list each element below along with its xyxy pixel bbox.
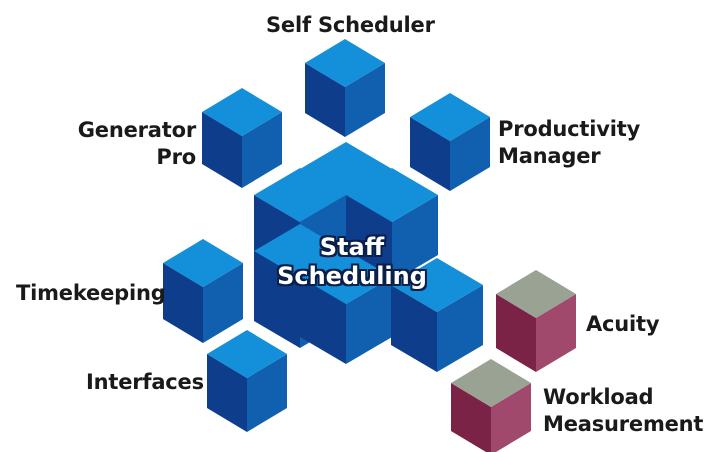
- center-cube-right-left-face: [391, 285, 437, 372]
- cube-generator-pro-right-face: [242, 112, 282, 188]
- cube-timekeeping-top-face: [163, 239, 243, 287]
- cube-timekeeping-right-face: [203, 263, 243, 343]
- cube-self-scheduler: [305, 39, 385, 137]
- cube-generator-pro: [202, 88, 282, 188]
- cube-generator-pro-top-face: [202, 88, 282, 136]
- center-title-line1: Staff: [319, 233, 385, 261]
- cube-productivity-manager-right-face: [450, 117, 490, 191]
- cube-interfaces-right-face: [247, 354, 287, 432]
- center-cube-middle-left-face: [300, 277, 346, 364]
- center-cube-right-right-face: [437, 285, 483, 372]
- cube-timekeeping-left-face: [163, 263, 203, 343]
- center-cube-right-top-right-face: [392, 195, 438, 282]
- cube-self-scheduler-top-face: [305, 39, 385, 87]
- label-productivity-manager: Productivity Manager: [498, 116, 640, 170]
- center-cube-left-left-face: [254, 251, 300, 348]
- label-generator-pro-line1: Generator: [77, 118, 196, 142]
- center-cube-right-top-face: [391, 258, 483, 312]
- center-title-line2: Scheduling: [277, 262, 427, 290]
- cube-workload-measurement: [451, 359, 531, 452]
- cube-self-scheduler-left-face: [305, 63, 345, 137]
- label-timekeeping: Timekeeping: [16, 281, 166, 305]
- label-workload-measurement-line2: Measurement: [543, 412, 704, 436]
- label-workload-measurement: Workload Measurement: [543, 384, 703, 438]
- cube-acuity-right-face: [536, 294, 576, 372]
- cube-self-scheduler-right-face: [345, 63, 385, 137]
- label-acuity: Acuity: [586, 312, 660, 336]
- center-cube-middle: [300, 250, 392, 364]
- cube-interfaces: [207, 330, 287, 432]
- label-generator-pro: Generator Pro: [66, 117, 196, 171]
- cube-acuity-left-face: [496, 294, 536, 372]
- center-cube-right-top-top-face: [346, 168, 438, 222]
- cube-acuity-top-face: [496, 270, 576, 318]
- label-productivity-manager-line2: Manager: [498, 144, 601, 168]
- cube-interfaces-top-face: [207, 330, 287, 378]
- cube-workload-measurement-left-face: [451, 383, 491, 452]
- label-interfaces: Interfaces: [86, 370, 204, 394]
- cube-productivity-manager: [410, 93, 490, 191]
- center-cube-middle-top-face: [300, 250, 392, 304]
- label-self-scheduler: Self Scheduler: [266, 13, 435, 37]
- cube-workload-measurement-top-face: [451, 359, 531, 407]
- center-cube-left-top-top-face: [254, 168, 346, 222]
- cube-workload-measurement-right-face: [491, 383, 531, 452]
- cube-timekeeping: [163, 239, 243, 343]
- label-workload-measurement-line1: Workload: [543, 385, 654, 409]
- center-title: Staff Scheduling: [262, 233, 442, 291]
- cube-acuity: [496, 270, 576, 372]
- center-cube-middle-right-face: [346, 277, 392, 364]
- cube-productivity-manager-top-face: [410, 93, 490, 141]
- cube-productivity-manager-left-face: [410, 117, 450, 191]
- cube-interfaces-left-face: [207, 354, 247, 432]
- cube-generator-pro-left-face: [202, 112, 242, 188]
- label-generator-pro-line2: Pro: [156, 145, 196, 169]
- center-cube-right: [391, 258, 483, 372]
- label-productivity-manager-line1: Productivity: [498, 117, 641, 141]
